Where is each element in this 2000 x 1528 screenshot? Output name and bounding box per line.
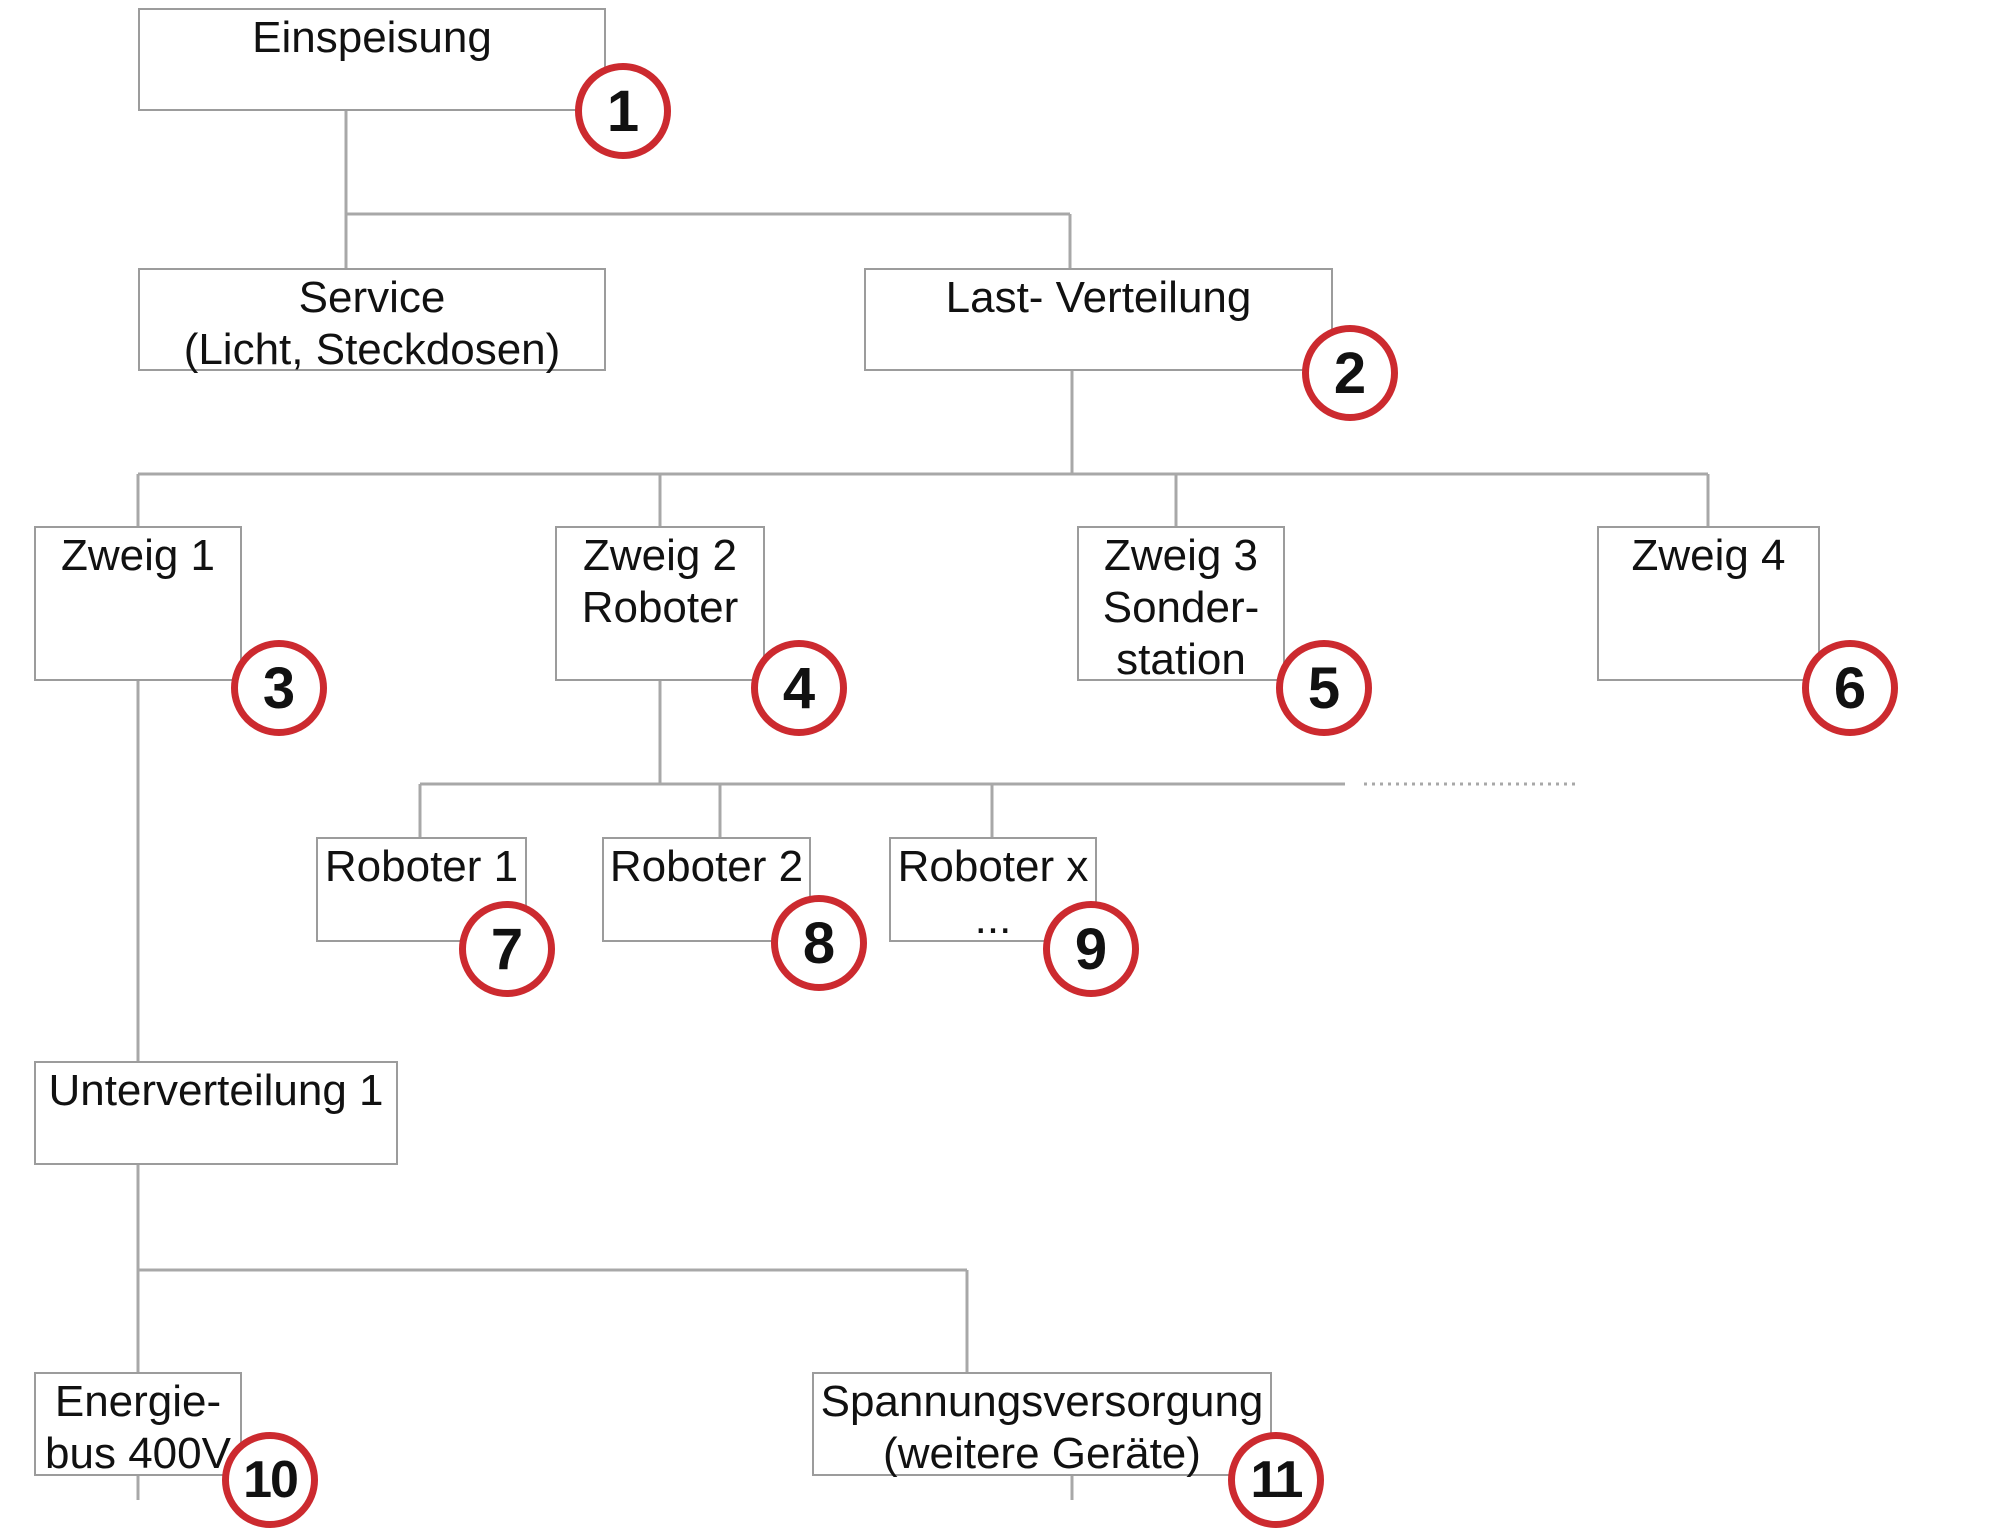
node-einspeisung: Einspeisung [138, 8, 606, 111]
node-label: Unterverteilung 1 [48, 1066, 384, 1115]
badge-8: 8 [771, 895, 867, 991]
badge-10: 10 [222, 1432, 318, 1528]
node-energiebus: Energie- bus 400V [34, 1372, 242, 1478]
badge-11: 11 [1228, 1432, 1324, 1528]
badge-6: 6 [1802, 640, 1898, 736]
node-zweig-3: Zweig 3 Sonder- station [1077, 526, 1285, 684]
node-last-verteilung: Last- Verteilung [864, 268, 1333, 371]
node-zweig-2: Zweig 2 Roboter [555, 526, 765, 681]
node-zweig-1: Zweig 1 [34, 526, 242, 681]
badge-1: 1 [575, 63, 671, 159]
node-label: Zweig 2 Roboter [581, 531, 739, 632]
badge-3: 3 [231, 640, 327, 736]
node-label: Zweig 1 [60, 531, 216, 580]
node-zweig-4: Zweig 4 [1597, 526, 1820, 681]
node-label: Service (Licht, Steckdosen) [183, 273, 561, 374]
connector-einspeisung [344, 110, 1072, 268]
node-spannungsversorgung: Spannungsversorgung (weitere Geräte) [812, 1372, 1272, 1478]
node-label: Spannungsversorgung (weitere Geräte) [820, 1377, 1264, 1478]
connector-zweig-2 [418, 680, 1345, 837]
badge-4: 4 [751, 640, 847, 736]
node-label: Roboter 2 [609, 842, 804, 891]
node-label: Einspeisung [252, 13, 492, 62]
badge-9: 9 [1043, 901, 1139, 997]
connector-unterverteilung [136, 1164, 1074, 1500]
badge-2: 2 [1302, 325, 1398, 421]
node-label: Zweig 4 [1631, 531, 1786, 580]
node-unterverteilung-1: Unterverteilung 1 [34, 1061, 398, 1165]
node-service: Service (Licht, Steckdosen) [138, 268, 606, 374]
badge-5: 5 [1276, 640, 1372, 736]
node-label: Energie- bus 400V [45, 1377, 231, 1478]
node-label: Roboter x ... [897, 842, 1089, 943]
connector-last-verteilung [136, 371, 1710, 526]
badge-7: 7 [459, 901, 555, 997]
node-label: Roboter 1 [324, 842, 519, 891]
node-roboter-1: Roboter 1 [316, 837, 527, 942]
node-label: Zweig 3 Sonder- station [1102, 531, 1260, 684]
node-label: Last- Verteilung [945, 273, 1252, 322]
